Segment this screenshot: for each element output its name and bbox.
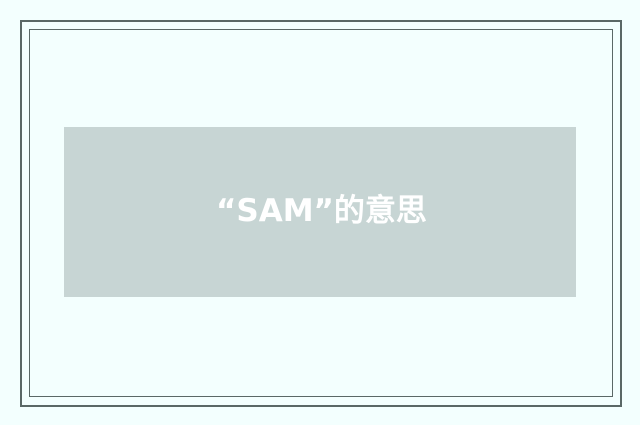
inner-frame-border [29,29,613,397]
outer-frame-border [20,20,622,407]
title-thumbnail [64,127,576,297]
thumbnail-title: “SAM”的意思 [216,193,427,229]
